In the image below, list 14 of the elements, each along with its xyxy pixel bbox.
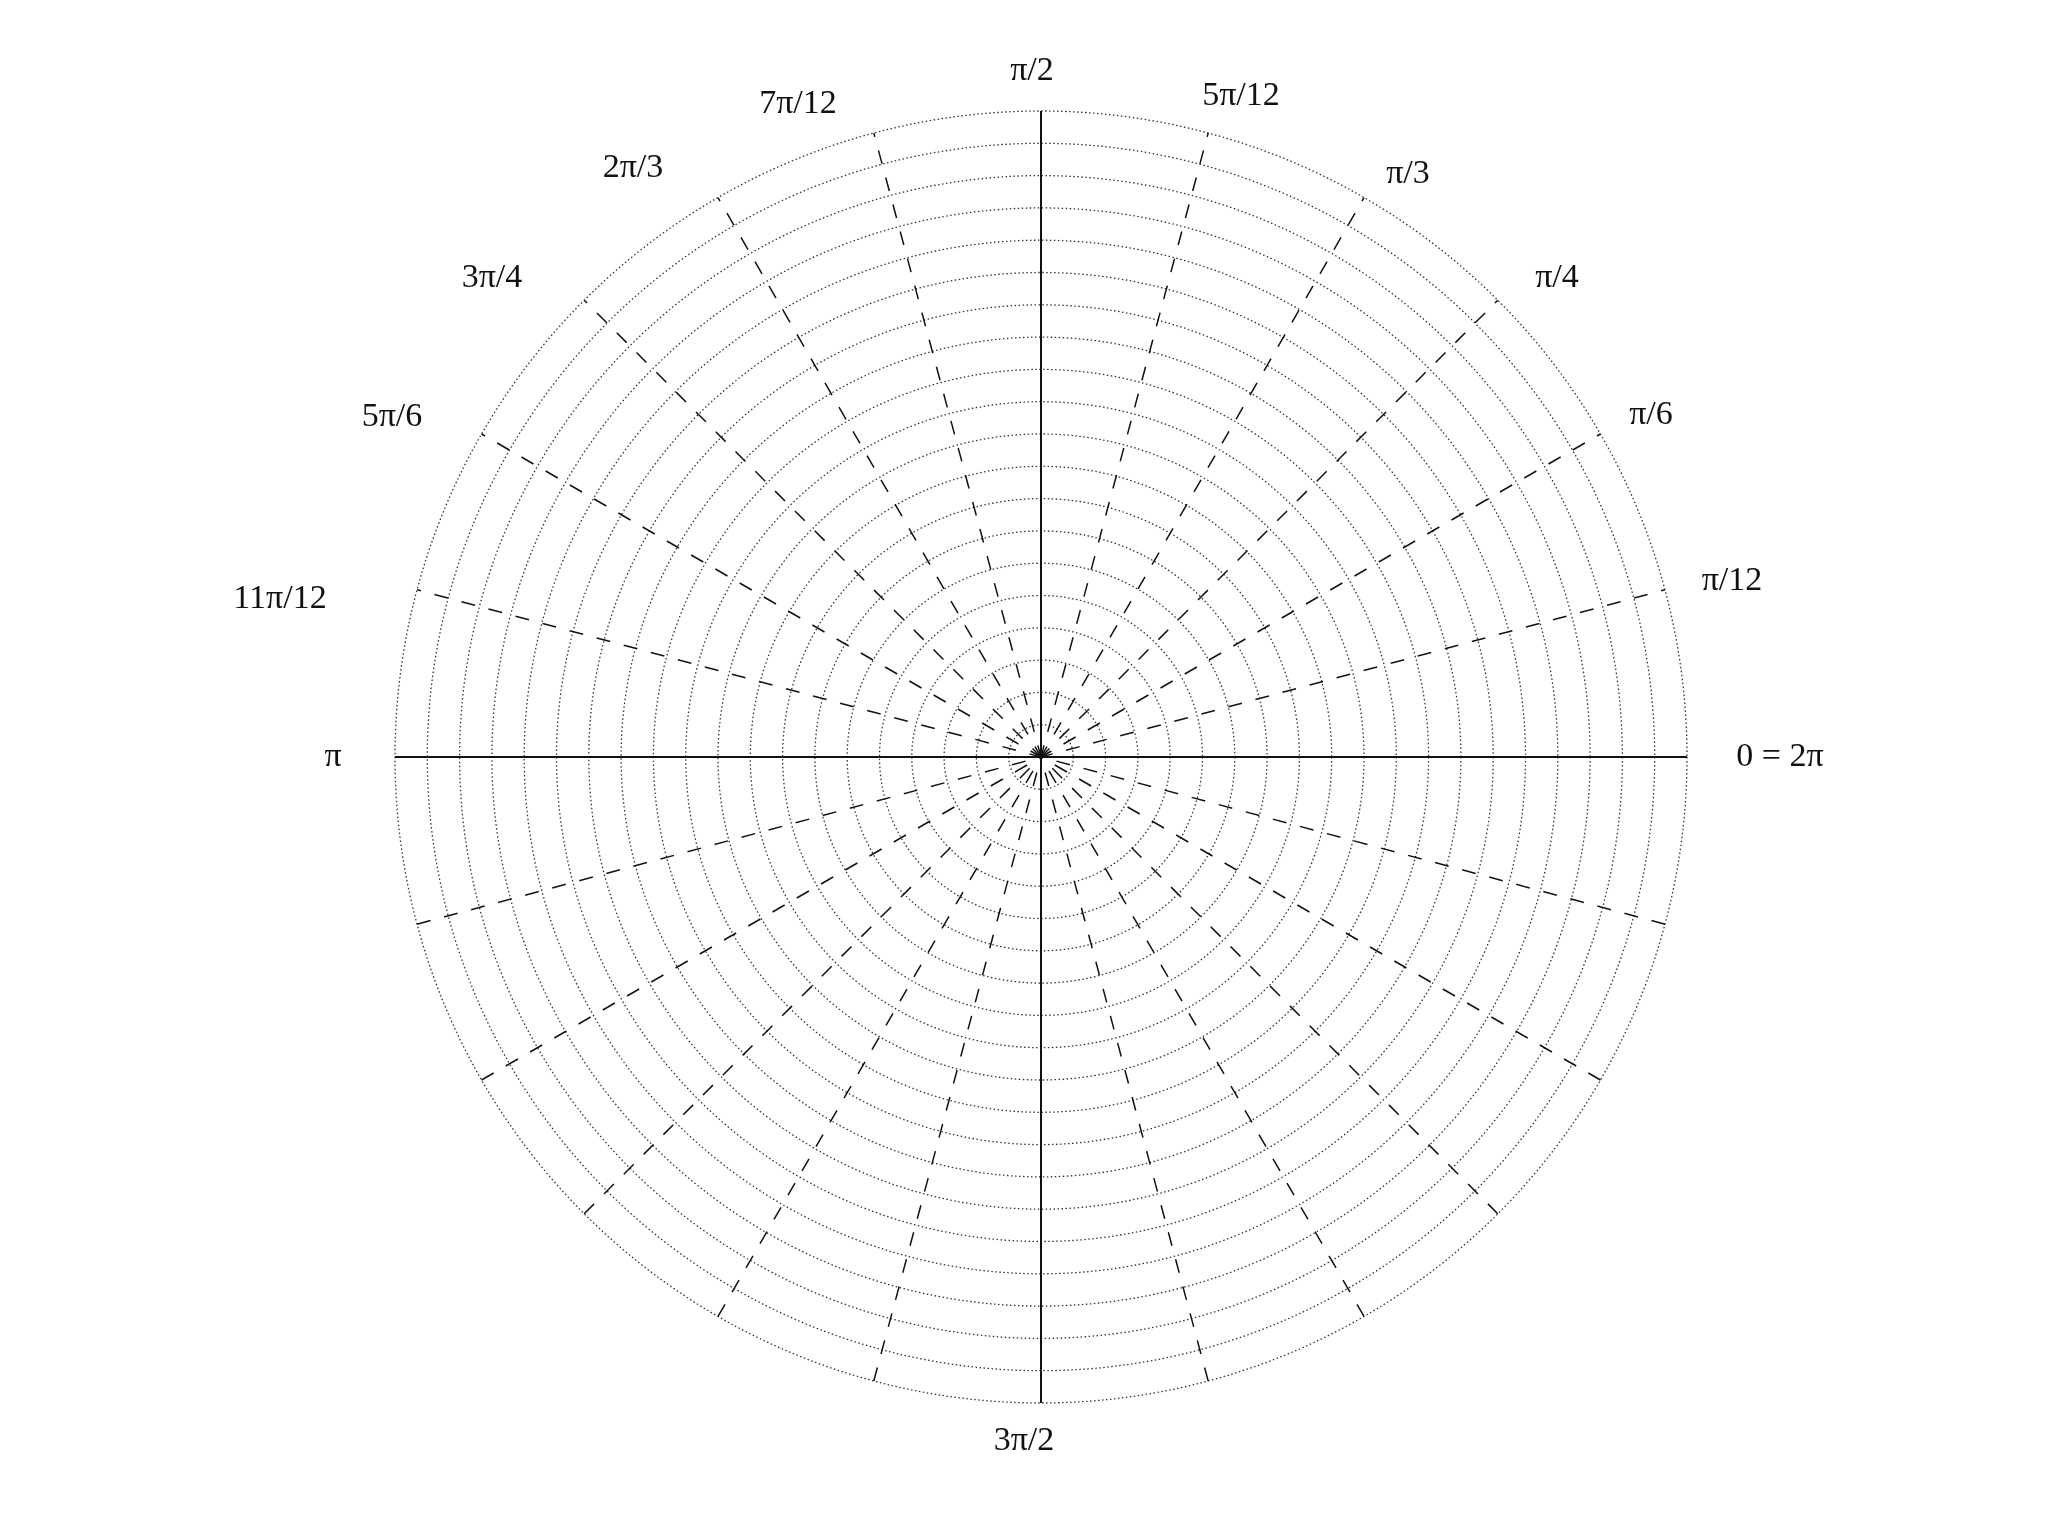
angle-label: π bbox=[324, 736, 342, 774]
angle-label: 2π/3 bbox=[602, 147, 664, 185]
angle-label: 0 = 2π bbox=[1736, 736, 1824, 774]
angle-label: π/12 bbox=[1701, 560, 1763, 598]
angle-label: 5π/6 bbox=[361, 396, 423, 434]
angle-label: π/2 bbox=[1010, 50, 1054, 88]
angle-label: 3π/4 bbox=[461, 257, 523, 295]
angle-label: 11π/12 bbox=[233, 578, 327, 616]
angle-label: π/6 bbox=[1629, 394, 1673, 432]
angle-label: π/3 bbox=[1386, 153, 1430, 191]
angle-label: 5π/12 bbox=[1202, 75, 1280, 113]
angle-label: π/4 bbox=[1535, 257, 1579, 295]
angle-label: 3π/2 bbox=[993, 1420, 1055, 1458]
angle-label: 7π/12 bbox=[759, 83, 837, 121]
